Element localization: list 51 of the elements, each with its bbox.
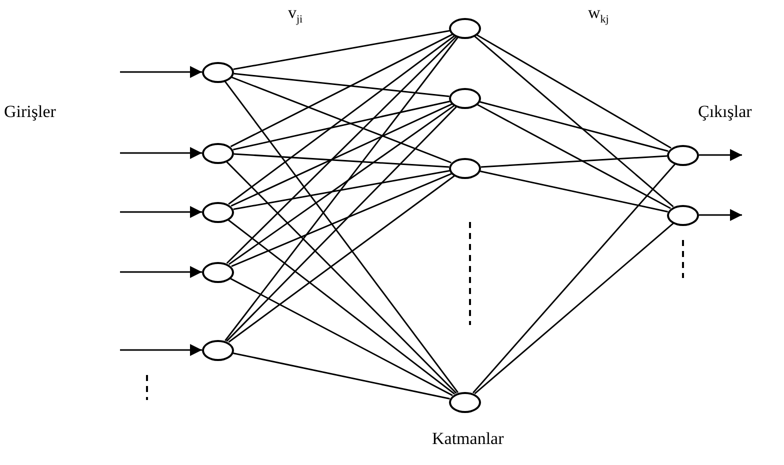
neuron-circle (202, 340, 234, 360)
neuron-circle (202, 202, 234, 222)
layer-label: Girişler (4, 103, 56, 122)
connection-line (234, 72, 450, 98)
connection-line (476, 34, 672, 149)
connection-line (228, 35, 455, 205)
neuron-circle (449, 392, 481, 412)
neuron-circle (202, 62, 234, 82)
connection-line (224, 36, 458, 342)
connection-line (474, 36, 674, 208)
layer-label: v$_{ji}$ (288, 4, 303, 26)
arrow (120, 147, 202, 159)
connection-line (480, 101, 668, 152)
layer-label: Katmanlar (432, 430, 504, 449)
connection-line (228, 175, 455, 343)
arrow (699, 209, 742, 221)
connection-line (234, 153, 450, 168)
neuron-circle (202, 262, 234, 282)
neuron-circle (667, 144, 699, 166)
connection-line (480, 170, 668, 212)
connection-line (477, 104, 671, 210)
arrow (120, 206, 202, 218)
neuron-circle (449, 18, 481, 38)
neuron-circle (449, 158, 481, 178)
connection-line (228, 219, 456, 395)
arrow (120, 66, 202, 78)
connection-line (233, 352, 450, 400)
layer-label: Çıkışlar (698, 103, 752, 122)
layer-label: w$_{kj}$ (588, 4, 609, 26)
connection-line (232, 76, 452, 164)
connection-line (230, 34, 453, 148)
connection-line (226, 161, 457, 394)
connection-line (226, 106, 457, 342)
connection-line (230, 278, 453, 396)
connection-line (233, 30, 450, 70)
arrow (699, 149, 742, 161)
neuron-circle (202, 142, 234, 164)
connection-line (474, 222, 674, 394)
connection-line (233, 170, 450, 210)
connection-line (480, 155, 668, 168)
connection-line (472, 164, 676, 394)
connection-line (231, 172, 452, 268)
connection-line (226, 36, 457, 264)
neuron-circle (667, 204, 699, 226)
neuron-circle (449, 88, 481, 108)
connection-line (228, 105, 455, 265)
connection-line (224, 80, 459, 394)
arrow (120, 266, 202, 278)
connection-line (232, 100, 450, 150)
arrow (120, 344, 202, 356)
connection-line (230, 103, 452, 207)
